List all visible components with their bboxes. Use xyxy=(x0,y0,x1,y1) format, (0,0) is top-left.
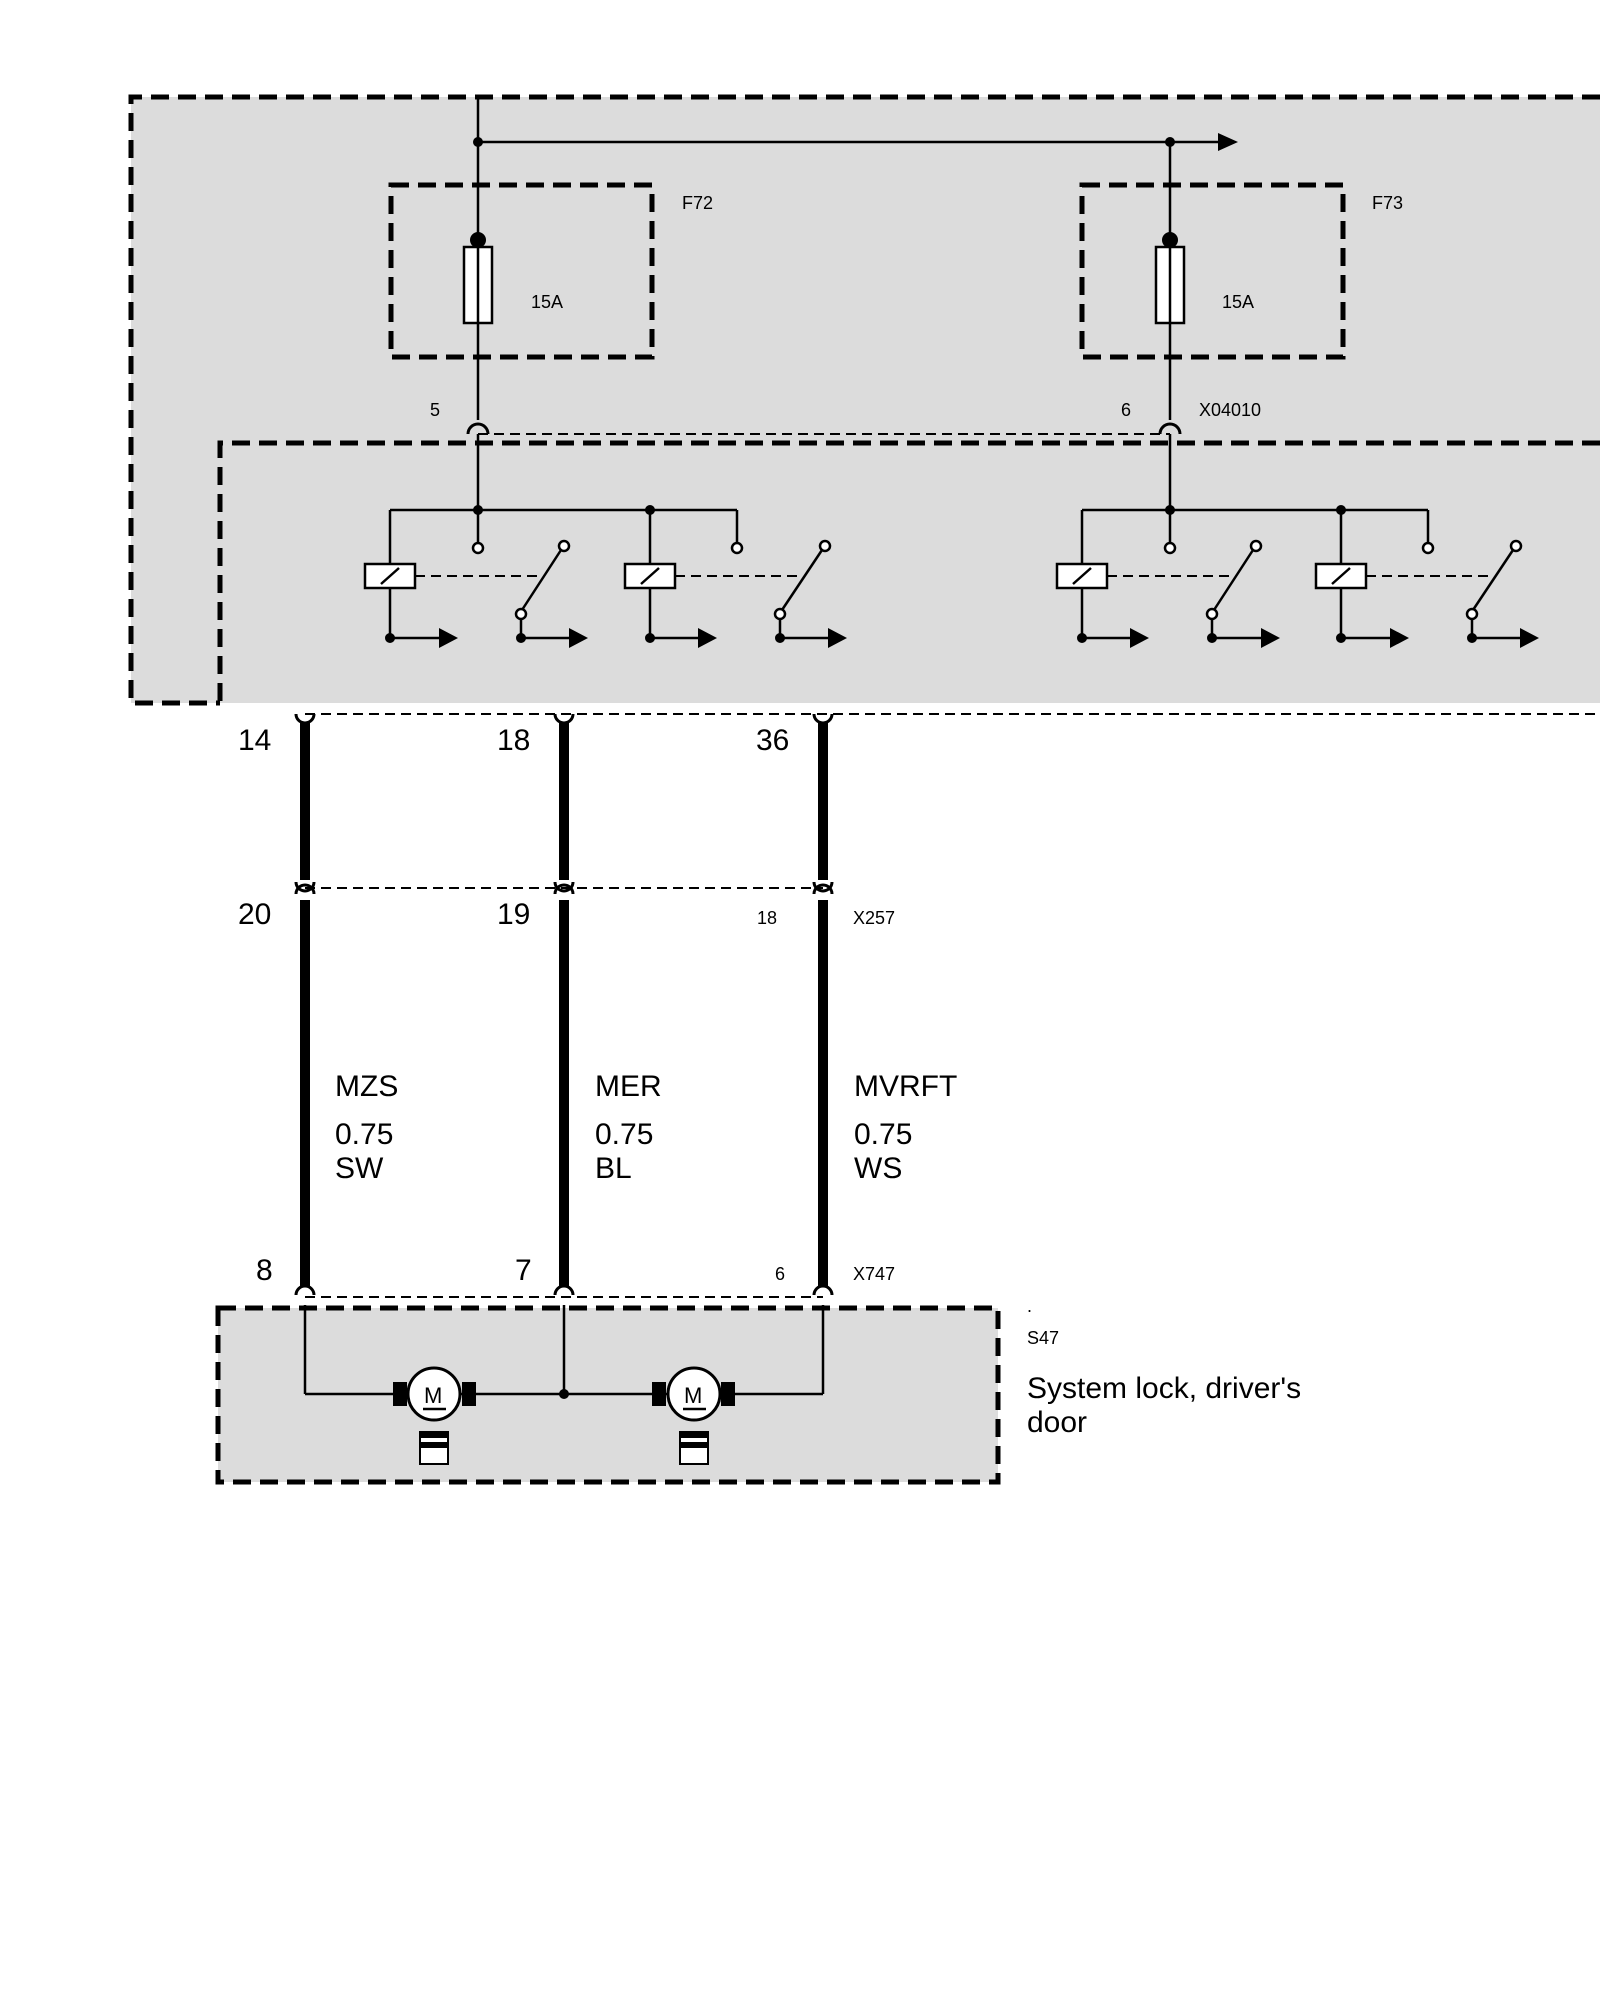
fuse-id: F73 xyxy=(1372,193,1403,213)
pin-label: 18 xyxy=(497,724,530,757)
component-s47: M M . S47 System lock, driver's door xyxy=(215,1296,1301,1485)
fuse-rating: 15A xyxy=(531,292,563,312)
wires-lower xyxy=(300,900,828,1287)
wire-size: 0.75 xyxy=(854,1118,912,1151)
wire-color: BL xyxy=(595,1152,632,1185)
control-unit-housing xyxy=(128,94,1600,713)
pin-label: 18 xyxy=(757,908,777,928)
wire-code: MER xyxy=(595,1070,662,1103)
pin-label: 19 xyxy=(497,898,530,931)
connector-x747: 8 7 6 X747 xyxy=(256,1254,895,1298)
wire-color: WS xyxy=(854,1152,902,1185)
component-id: S47 xyxy=(1027,1328,1059,1348)
pin-label: 20 xyxy=(238,898,271,931)
component-name: System lock, driver's xyxy=(1027,1372,1301,1405)
fuse-f73: F73 15A 6 xyxy=(1079,182,1403,420)
relay-group-left xyxy=(363,434,847,648)
fuse-pin: 6 xyxy=(1121,400,1131,420)
fuse-f72: F72 15A 5 xyxy=(388,182,713,420)
wire-code: MVRFT xyxy=(854,1070,957,1103)
component-mark: . xyxy=(1027,1296,1032,1316)
component-name: door xyxy=(1027,1406,1087,1439)
fuse-pin: 5 xyxy=(430,400,440,420)
connector-id: X04010 xyxy=(1199,400,1261,420)
motor-icon: M xyxy=(652,1366,735,1465)
pin-label: 14 xyxy=(238,724,271,757)
pin-label: 7 xyxy=(515,1254,532,1287)
arrow-right-icon xyxy=(1218,133,1238,151)
relay-group-right xyxy=(1055,434,1539,648)
wire-label-mer: MER 0.75 BL xyxy=(595,1070,662,1185)
wire-label-mzs: MZS 0.75 SW xyxy=(335,1070,398,1185)
fuse-rating: 15A xyxy=(1222,292,1254,312)
connector-upper: 14 18 36 xyxy=(238,713,1600,757)
wires-upper xyxy=(300,722,828,880)
motor-icon: M xyxy=(393,1366,476,1465)
pin-label: 6 xyxy=(775,1264,785,1284)
wire-color: SW xyxy=(335,1152,384,1185)
motor-label: M xyxy=(684,1383,702,1408)
wire-label-mvrft: MVRFT 0.75 WS xyxy=(854,1070,957,1185)
connector-id: X257 xyxy=(853,908,895,928)
connector-x04010: X04010 xyxy=(466,400,1261,435)
pin-label: 8 xyxy=(256,1254,273,1287)
connector-x257: 20 19 18 X257 xyxy=(238,881,895,931)
fuse-id: F72 xyxy=(682,193,713,213)
pin-label: 36 xyxy=(756,724,789,757)
wire-size: 0.75 xyxy=(595,1118,653,1151)
motor-label: M xyxy=(424,1383,442,1408)
connector-id: X747 xyxy=(853,1264,895,1284)
wire-code: MZS xyxy=(335,1070,398,1103)
wire-size: 0.75 xyxy=(335,1118,393,1151)
